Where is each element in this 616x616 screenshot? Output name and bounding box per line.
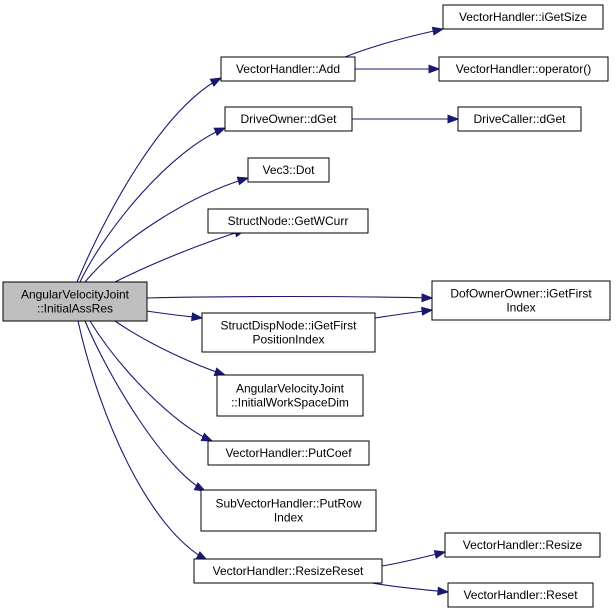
node-box[interactable] [207, 440, 370, 466]
edge-line [84, 177, 249, 283]
node-box[interactable] [216, 374, 364, 417]
node-label: VectorHandler::Reset [463, 588, 578, 602]
arrowhead-icon [193, 482, 207, 492]
node-box[interactable] [431, 280, 611, 321]
edge-root-to-do_dget [79, 127, 227, 283]
node-vh-putcoef[interactable]: VectorHandler::PutCoef [207, 440, 370, 466]
node-box[interactable] [444, 532, 601, 558]
edge-root-to-doo_igetfirst [146, 293, 434, 303]
node-label: ::InitialAssRes [37, 302, 113, 316]
edge-root-to-vh_putcoef [89, 320, 214, 442]
node-label: Index [506, 301, 535, 315]
node-vh-reset[interactable]: VectorHandler::Reset [447, 582, 594, 608]
edge-line [77, 320, 208, 561]
arrowhead-icon [213, 127, 227, 137]
node-label: DriveOwner::dGet [240, 112, 337, 126]
node-sn-getwcurr[interactable]: StructNode::GetWCurr [207, 208, 369, 234]
node-label: Index [274, 511, 303, 525]
edge-line [344, 28, 444, 58]
node-box[interactable] [2, 281, 148, 322]
node-box[interactable] [207, 208, 369, 234]
node-label: StructNode::GetWCurr [228, 214, 349, 228]
node-label: VectorHandler::ResizeReset [213, 564, 364, 578]
node-do-dget[interactable]: DriveOwner::dGet [224, 106, 353, 132]
edge-line [76, 77, 222, 283]
edge-do_dget-to-dc_dget [351, 114, 460, 124]
node-label: StructDispNode::iGetFirst [220, 319, 357, 333]
arrowhead-icon [421, 306, 434, 316]
edge-line [84, 320, 206, 492]
node-vh-add[interactable]: VectorHandler::Add [220, 56, 356, 82]
node-avj-initialwsd[interactable]: AngularVelocityJoint::InitialWorkSpaceDi… [216, 374, 364, 417]
edge-line [79, 127, 226, 283]
node-label: ::InitialWorkSpaceDim [231, 396, 349, 410]
node-vh-resize[interactable]: VectorHandler::Resize [444, 532, 601, 558]
arrowhead-icon [191, 312, 204, 322]
arrowhead-icon [433, 550, 447, 559]
arrowhead-icon [200, 432, 214, 442]
node-dc-dget[interactable]: DriveCaller::dGet [457, 106, 582, 132]
node-vh-resizereset[interactable]: VectorHandler::ResizeReset [193, 558, 383, 584]
arrowhead-icon [428, 64, 441, 74]
arrowhead-icon [437, 586, 450, 596]
arrowhead-icon [431, 26, 445, 36]
node-label: DriveCaller::dGet [473, 112, 566, 126]
node-box[interactable] [438, 56, 609, 82]
node-label: DofOwnerOwner::iGetFirst [450, 287, 592, 301]
node-label: AngularVelocityJoint [236, 382, 345, 396]
edge-vh_add-to-vh_igetsize [344, 26, 445, 58]
edge-line [89, 320, 213, 442]
edge-vh_add-to-vh_operator [355, 64, 441, 74]
arrowhead-icon [209, 77, 223, 87]
node-vec3-dot[interactable]: Vec3::Dot [247, 157, 330, 183]
edge-line [146, 295, 433, 299]
node-label: VectorHandler::Add [236, 62, 340, 76]
arrowhead-icon [236, 176, 250, 186]
edge-line [114, 320, 226, 376]
edge-root-to-vh_add [76, 77, 223, 283]
edge-line [371, 582, 449, 593]
node-box[interactable] [457, 106, 582, 132]
node-label: VectorHandler::iGetSize [459, 10, 587, 24]
node-vh-igetsize[interactable]: VectorHandler::iGetSize [442, 4, 604, 30]
node-label: VectorHandler::PutCoef [225, 446, 352, 460]
node-label: PositionIndex [252, 333, 324, 347]
node-label: SubVectorHandler::PutRow [215, 497, 361, 511]
edge-vh_resizereset-to-vh_reset [371, 582, 450, 596]
node-label: Vec3::Dot [262, 163, 315, 177]
node-box[interactable] [201, 312, 376, 353]
node-box[interactable] [442, 4, 604, 30]
nodes-layer: AngularVelocityJoint::InitialAssResVecto… [2, 4, 611, 608]
edge-line [114, 229, 246, 283]
edge-root-to-vec3_dot [84, 176, 250, 283]
node-box[interactable] [193, 558, 383, 584]
node-box[interactable] [247, 157, 330, 183]
node-root[interactable]: AngularVelocityJoint::InitialAssRes [2, 281, 148, 322]
edge-root-to-svh_putrowindex [84, 320, 207, 492]
node-box[interactable] [200, 489, 377, 532]
edge-vh_resizereset-to-vh_resize [381, 550, 447, 567]
node-box[interactable] [224, 106, 353, 132]
arrowhead-icon [447, 114, 460, 124]
node-label: AngularVelocityJoint [21, 288, 130, 302]
arrowhead-icon [421, 293, 434, 303]
node-box[interactable] [220, 56, 356, 82]
arrowhead-icon [213, 367, 227, 376]
node-box[interactable] [447, 582, 594, 608]
node-label: VectorHandler::Resize [463, 538, 583, 552]
node-label: VectorHandler::operator() [456, 62, 591, 76]
node-vh-operator[interactable]: VectorHandler::operator() [438, 56, 609, 82]
edge-root-to-sdn_igetfirst [146, 310, 204, 322]
edge-root-to-vh_resizereset [77, 320, 209, 561]
edge-sdn_igetfirst-to-doo_igetfirst [374, 306, 434, 319]
